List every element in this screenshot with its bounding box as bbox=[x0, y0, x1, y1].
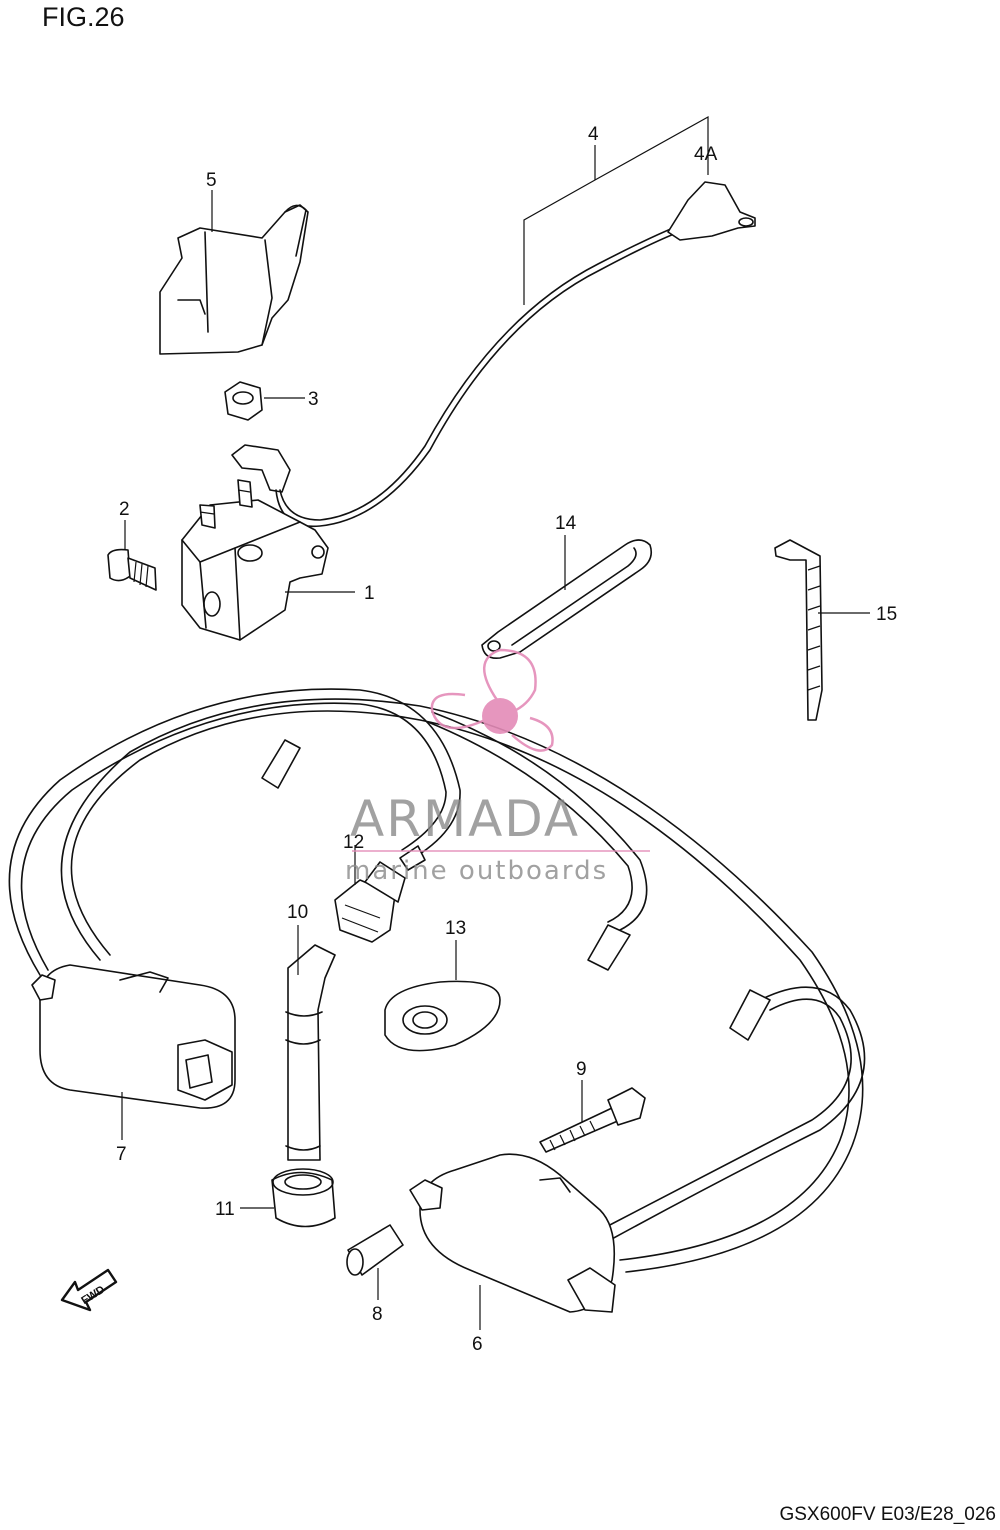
figure-title: FIG.26 bbox=[42, 2, 125, 32]
part-13-grommet bbox=[384, 980, 501, 1052]
part-10-ht-cord bbox=[285, 944, 336, 1161]
part-2-bolt bbox=[107, 548, 157, 591]
part-11-cap-seal bbox=[271, 1168, 336, 1228]
part-15-cable-tie bbox=[774, 539, 823, 721]
part-1-starter-relay bbox=[181, 479, 329, 641]
callout-15: 15 bbox=[876, 604, 897, 625]
callout-1: 1 bbox=[364, 583, 375, 604]
watermark-tagline: marine outboards bbox=[345, 856, 609, 886]
part-3-nut bbox=[224, 381, 263, 421]
callout-6: 6 bbox=[472, 1334, 483, 1355]
part-14-band bbox=[481, 539, 653, 660]
harness-wires bbox=[8, 688, 866, 1273]
callout-8: 8 bbox=[372, 1304, 383, 1325]
callout-14: 14 bbox=[555, 513, 577, 534]
callout-2: 2 bbox=[119, 499, 130, 520]
fwd-arrow-icon: FWD bbox=[60, 1268, 118, 1312]
callout-9: 9 bbox=[576, 1059, 587, 1080]
watermark-propeller-logo bbox=[352, 648, 650, 852]
diagram-code: GSX600FV E03/E28_026 bbox=[779, 1504, 996, 1525]
part-9-bolt bbox=[539, 1087, 646, 1153]
callout-3: 3 bbox=[308, 389, 319, 410]
watermark-name: ARMADA bbox=[350, 790, 581, 848]
callout-11: 11 bbox=[215, 1199, 235, 1220]
part-8-spacer bbox=[346, 1224, 404, 1276]
callout-10: 10 bbox=[287, 902, 308, 923]
callout-4a: 4A bbox=[694, 144, 718, 165]
part-5-cap bbox=[159, 204, 309, 355]
part-6-ignition-coil bbox=[409, 1153, 616, 1313]
callout-12: 12 bbox=[343, 832, 364, 853]
callout-4: 4 bbox=[588, 124, 599, 145]
callout-5: 5 bbox=[206, 170, 217, 191]
part-7-ignition-coil bbox=[31, 964, 236, 1109]
part-12-plug-cap bbox=[334, 861, 406, 943]
part-4-lead-wire bbox=[231, 181, 756, 528]
callout-7: 7 bbox=[116, 1144, 127, 1165]
callout-13: 13 bbox=[445, 918, 466, 939]
